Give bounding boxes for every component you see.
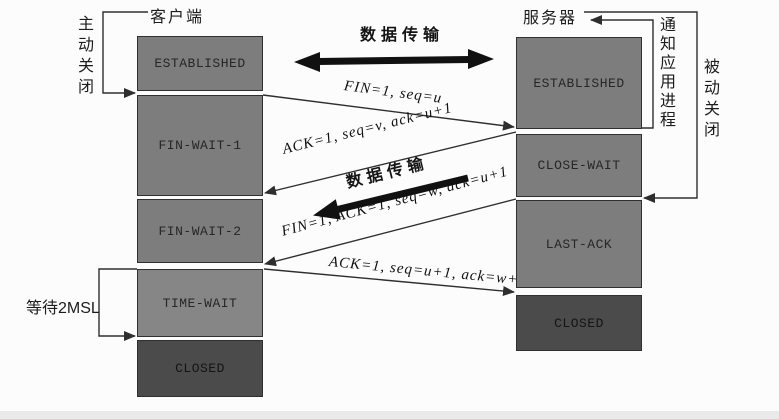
- client-state-fin-wait-1: FIN-WAIT-1: [137, 95, 263, 196]
- client-bracket-arrow: [102, 11, 148, 98]
- server-state-established: ESTABLISHED: [516, 37, 642, 129]
- notify-app-label: 通知应用进程: [657, 16, 674, 130]
- passive-close-label: 被动关闭: [701, 58, 718, 142]
- ack-arrow: [264, 131, 517, 196]
- state-text: LAST-ACK: [545, 236, 613, 252]
- passive-close-arrow: [584, 11, 698, 203]
- client-state-established: ESTABLISHED: [137, 36, 263, 91]
- active-close-label: 主动关闭: [75, 15, 92, 99]
- data-transfer-left-arrow: [313, 174, 469, 220]
- server-state-last-ack: LAST-ACK: [516, 200, 642, 288]
- server-label: 服务器: [523, 10, 578, 27]
- state-text: CLOSED: [175, 361, 225, 376]
- state-text: FIN-WAIT-1: [158, 138, 242, 153]
- state-text: CLOSE-WAIT: [537, 158, 621, 173]
- state-text: ESTABLISHED: [154, 56, 246, 71]
- state-text: ESTABLISHED: [533, 75, 625, 91]
- client-state-time-wait: TIME-WAIT: [137, 269, 263, 337]
- fin-ack-arrow: [264, 198, 517, 267]
- client-label: 客户端: [150, 9, 205, 26]
- wait-2msl-label: 等待2MSL: [26, 300, 100, 317]
- bottom-strip: [0, 411, 779, 419]
- client-state-closed: CLOSED: [137, 340, 263, 397]
- server-state-close-wait: CLOSE-WAIT: [516, 134, 642, 197]
- data-transfer-top-label: 数据传输: [360, 27, 445, 44]
- client-state-fin-wait-2: FIN-WAIT-2: [137, 199, 263, 263]
- state-text: TIME-WAIT: [162, 295, 238, 311]
- last-ack-arrow: [263, 268, 515, 296]
- wait-2msl-bracket-arrow: [98, 268, 137, 341]
- data-transfer-double-arrow: [294, 49, 494, 72]
- state-text: CLOSED: [554, 315, 604, 331]
- fin-arrow: [262, 94, 515, 131]
- state-text: FIN-WAIT-2: [158, 223, 242, 239]
- server-state-closed: CLOSED: [516, 295, 642, 351]
